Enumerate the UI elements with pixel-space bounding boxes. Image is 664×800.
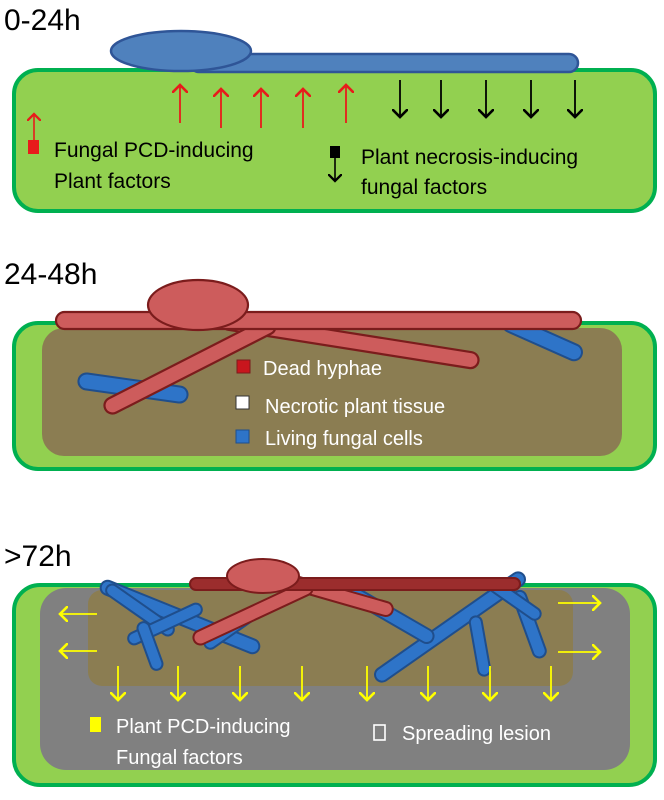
legend-dead-hyphae-label: Dead hyphae [263,358,382,380]
legend-red-line1: Fungal PCD-inducing [54,139,254,162]
legend-living-swatch [235,429,250,444]
legend-red-square [28,140,39,154]
time-label-0-24h: 0-24h [4,4,81,37]
legend-yellow-line1: Plant PCD-inducing [116,716,291,738]
dead-hypha-main [54,310,583,331]
yellow-down-arrows [118,666,551,700]
panel-0-24h: 0-24h Fungal PCD-inducing Plant factors [4,4,657,213]
fungal-spore-blue [109,29,253,73]
dead-spore [226,558,300,594]
dead-hyphae-group [54,278,583,415]
dead-spore [146,278,250,332]
legend-yellow-line2: Fungal factors [116,747,243,769]
dead-hyphae-group-3 [189,558,521,646]
legend-living-label: Living fungal cells [265,428,423,450]
legend-lesion-label: Spreading lesion [402,723,551,745]
red-arrows-group [180,85,346,128]
legend-dead-hyphae-swatch [236,359,251,374]
time-label-72h: >72h [4,540,72,573]
legend-black-square [330,146,340,158]
living-hypha [374,571,526,683]
yellow-side-arrows [60,603,600,652]
legend-necrotic-label: Necrotic plant tissue [265,396,445,418]
necrotic-region-3 [88,590,573,686]
legend-black-line1: Plant necrosis-inducing [361,146,578,169]
legend-lesion-swatch [373,724,386,741]
legend-black-line2: fungal factors [361,176,487,199]
panel-72h: >72h [4,540,657,787]
living-hypha [468,615,492,677]
legend-yellow-swatch [90,717,101,732]
legend-red-line2: Plant factors [54,170,171,193]
legend-necrotic-swatch [235,395,250,410]
panel-24-48h: 24-48h Dead hyphae Necrotic plant tissue… [4,258,657,471]
black-arrows-group [400,80,575,117]
living-hypha [136,621,164,671]
time-label-24-48h: 24-48h [4,258,97,291]
